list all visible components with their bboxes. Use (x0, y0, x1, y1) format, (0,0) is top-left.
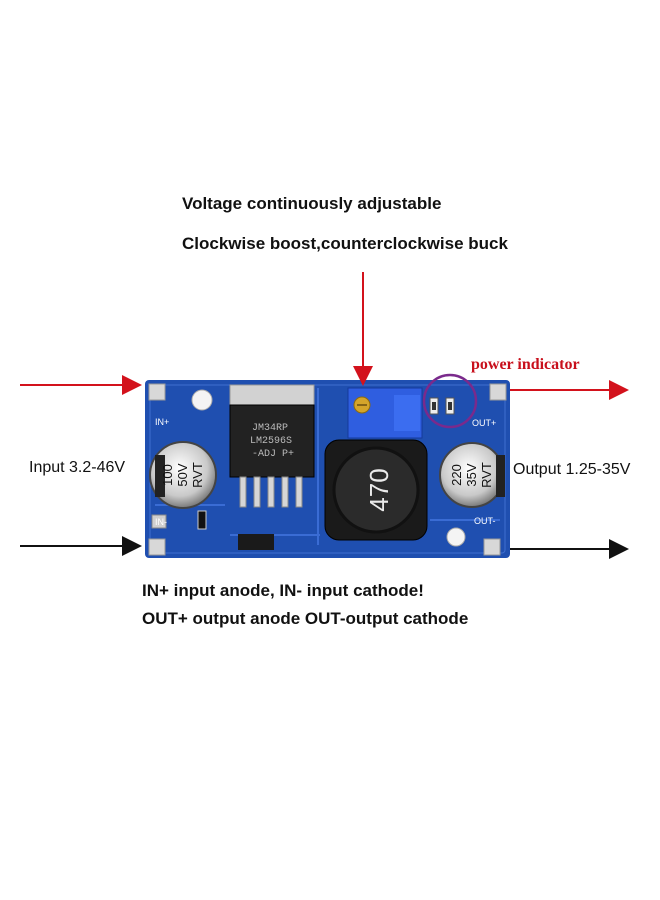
cap-out-value: 220 (449, 464, 464, 486)
headline-direction: Clockwise boost,counterclockwise buck (182, 234, 508, 253)
regulator-chip: JM34RP LM2596S -ADJ P+ (229, 384, 315, 508)
board-label-out-minus: OUT- (474, 516, 496, 526)
cap-in-voltage: 50V (175, 463, 190, 486)
input-capacitor: 100 50V RVT (149, 441, 217, 509)
input-voltage-label: Input 3.2-46V (29, 459, 126, 476)
power-led (429, 397, 455, 415)
mounting-hole-right (446, 527, 466, 547)
cap-out-brand: RVT (479, 462, 494, 488)
cap-out-voltage: 35V (464, 463, 479, 486)
diode (238, 534, 274, 550)
chip-marking-2: LM2596S (250, 436, 292, 447)
indicator-highlight-circle (422, 373, 478, 429)
output-voltage-label: Output 1.25-35V (513, 461, 631, 478)
mounting-pads (148, 383, 507, 556)
inductor: 470 (324, 439, 428, 541)
chip-marking-1: JM34RP (252, 423, 288, 434)
note-output-polarity: OUT+ output anode OUT-output cathode (142, 609, 469, 628)
inductor-marking: 470 (364, 468, 394, 511)
board-label-in-minus: IN- (155, 517, 167, 527)
cap-in-brand: RVT (190, 462, 205, 488)
cap-in-value: 100 (160, 464, 175, 486)
power-indicator-label: power indicator (471, 356, 580, 373)
headline-adjustable: Voltage continuously adjustable (182, 194, 442, 213)
chip-marking-3: -ADJ P+ (252, 449, 294, 460)
trim-potentiometer (347, 387, 423, 439)
mounting-hole-left (191, 389, 213, 411)
note-input-polarity: IN+ input anode, IN- input cathode! (142, 581, 424, 600)
board-label-out-plus: OUT+ (472, 418, 496, 428)
board-label-in-plus: IN+ (155, 417, 169, 427)
output-capacitor: 220 35V RVT (439, 442, 505, 508)
